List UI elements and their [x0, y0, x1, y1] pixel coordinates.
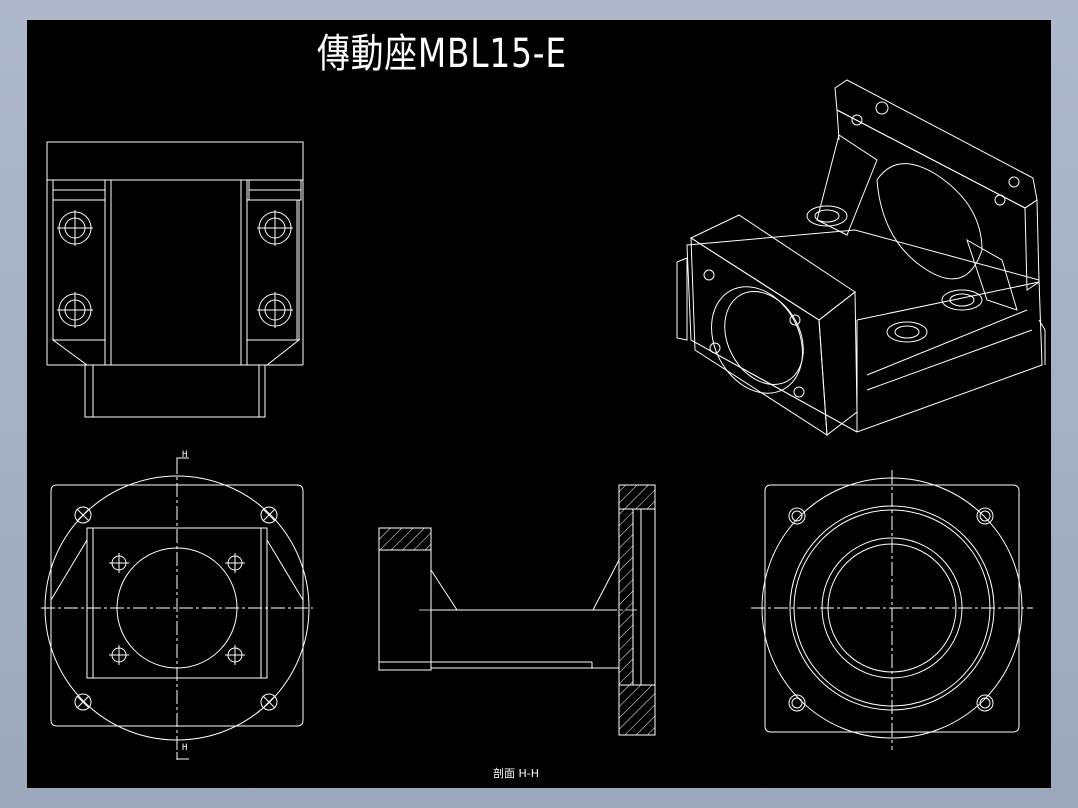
top-view	[46, 141, 304, 418]
section-marker-top: H	[182, 450, 188, 460]
drawing-canvas[interactable]: 傳動座MBL15-E 剖面 H-H H H	[27, 20, 1051, 788]
front-view-corner-holes	[74, 506, 278, 711]
isometric-view	[676, 79, 1046, 436]
back-view	[751, 470, 1033, 750]
front-view-inner-holes	[109, 553, 245, 665]
top-view-holes	[57, 210, 293, 328]
front-view	[41, 457, 313, 760]
back-view-holes	[788, 507, 994, 712]
drawing-title: 傳動座MBL15-E	[317, 31, 567, 77]
section-caption: 剖面 H-H	[493, 767, 540, 780]
section-marker-bottom: H	[182, 743, 188, 753]
section-view	[378, 484, 656, 736]
drawing-svg	[41, 79, 1046, 760]
